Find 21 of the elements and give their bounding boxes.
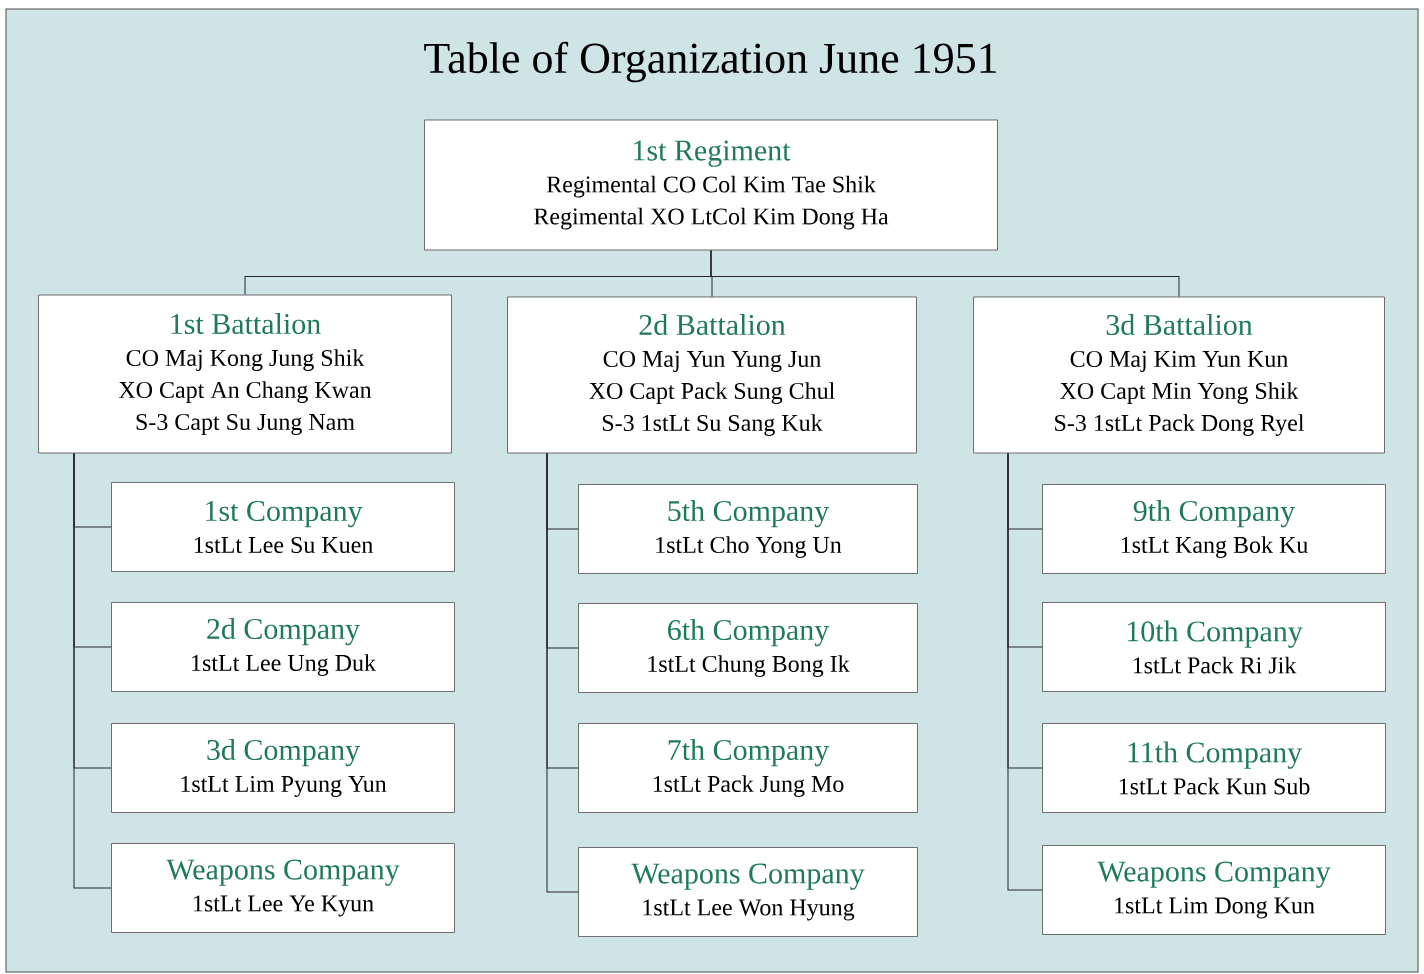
company-box: Weapons Company 1stLt Lee Ye Kyun <box>111 843 455 933</box>
connector-line <box>73 452 112 889</box>
regiment-box: 1st Regiment Regimental CO Col Kim Tae Shik Regimental XO LtCol Kim Dong Ha <box>424 119 998 251</box>
company-box: 3d Company 1stLt Lim Pyung Yun <box>111 723 455 813</box>
title: Table of Organization June 1951 <box>424 41 997 83</box>
connector-line <box>546 452 579 893</box>
company-box: 10th Company 1stLt Pack Ri Jik <box>1042 602 1386 692</box>
company-box: 9th Company 1stLt Kang Bok Ku <box>1042 484 1386 574</box>
company-box: 6th Company 1stLt Chung Bong Ik <box>578 603 918 693</box>
battalion-box: 3d Battalion CO Maj Kim Yun Kun XO Capt Min Yong Shik S-3 1stLt Pack Dong Ryel <box>973 296 1385 454</box>
company-box: Weapons Company 1stLt Lim Dong Kun <box>1042 845 1386 935</box>
battalion-box: 1st Battalion CO Maj Kong Jung Shik XO Capt An Chang Kwan S-3 Capt Su Jung Nam <box>38 294 452 454</box>
battalion-box: 2d Battalion CO Maj Yun Yung Jun XO Capt Pack Sung Chul S-3 1stLt Su Sang Kuk <box>507 296 917 454</box>
company-box: 5th Company 1stLt Cho Yong Un <box>578 484 918 574</box>
connector-line <box>1007 452 1043 891</box>
connector-line <box>710 249 1180 298</box>
company-box: 2d Company 1stLt Lee Ung Duk <box>111 602 455 692</box>
company-box: Weapons Company 1stLt Lee Won Hyung <box>578 847 918 937</box>
company-box: 7th Company 1stLt Pack Jung Mo <box>578 723 918 813</box>
company-box: 11th Company 1stLt Pack Kun Sub <box>1042 723 1386 813</box>
company-box: 1st Company 1stLt Lee Su Kuen <box>111 482 455 572</box>
